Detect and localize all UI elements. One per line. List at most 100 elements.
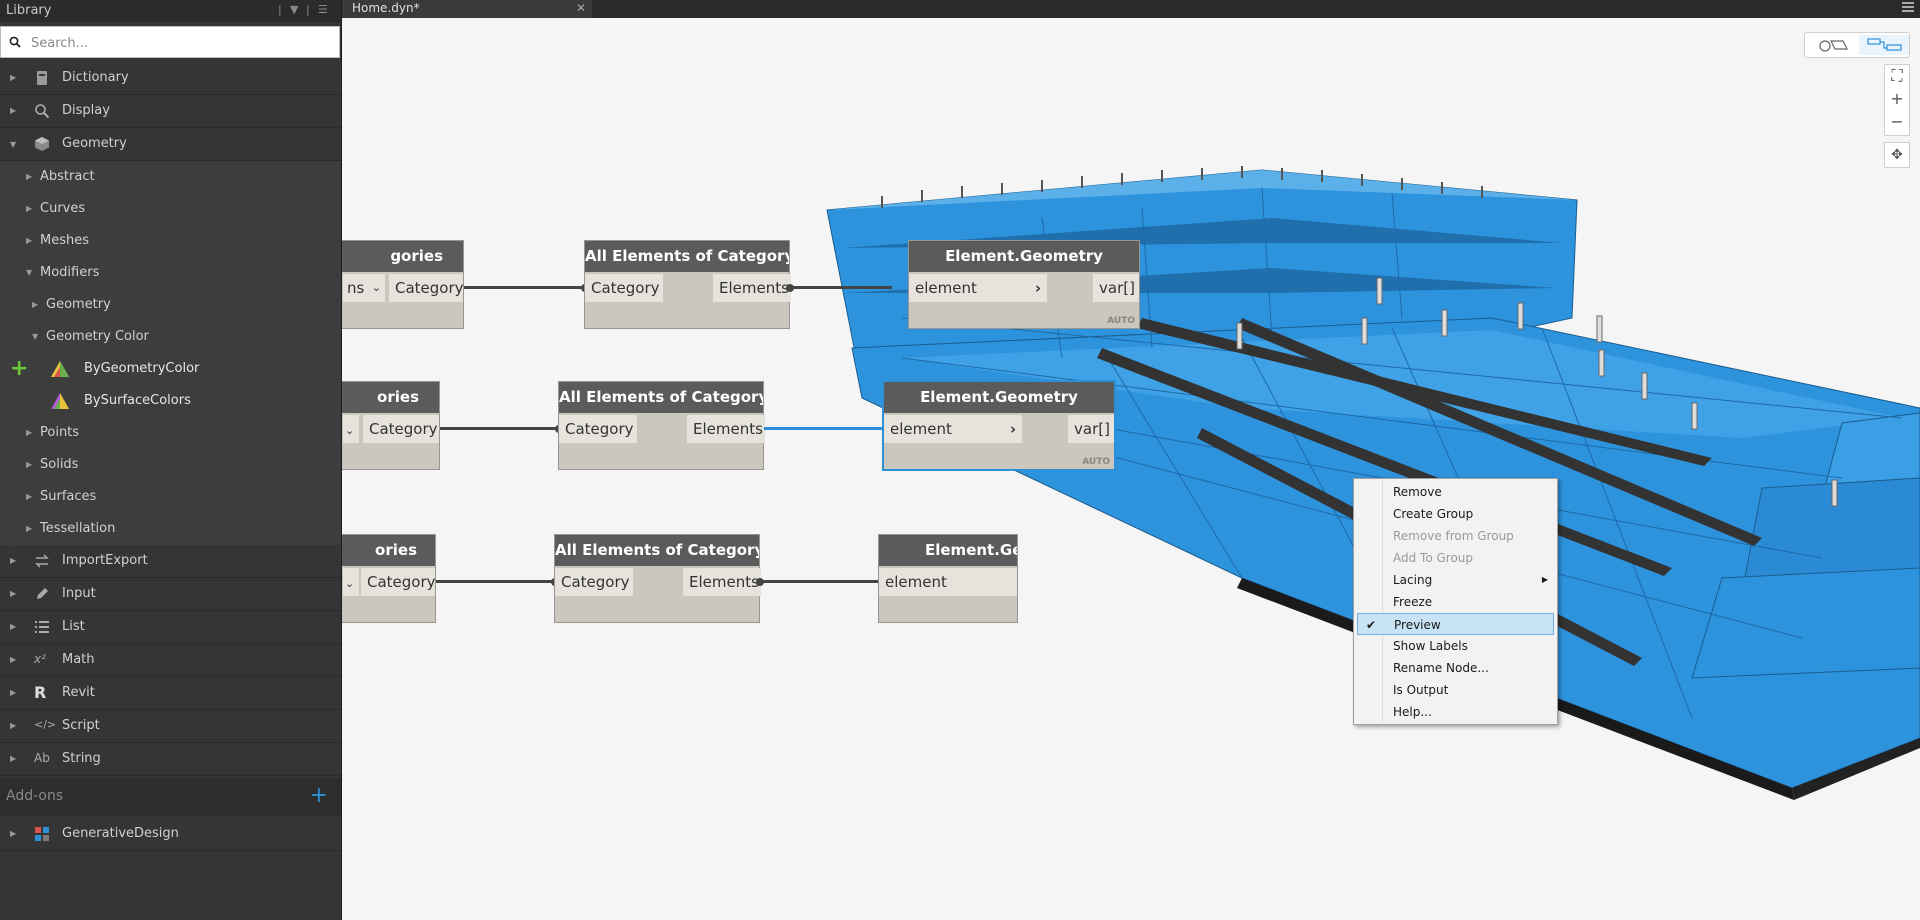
library-node-bysurfacecolors[interactable]: BySurfaceColors xyxy=(0,385,341,417)
menu-item-remove[interactable]: Remove xyxy=(1357,481,1554,503)
library-category-script[interactable]: ▶ </> Script xyxy=(0,710,341,743)
all-elements-of-category-node[interactable]: All Elements of Category Category Elemen… xyxy=(558,381,765,470)
expand-arrow-icon: ▶ xyxy=(10,556,17,565)
string-icon: Ab xyxy=(34,751,50,765)
output-port[interactable]: Category xyxy=(361,568,436,596)
library-subgroup-geometry[interactable]: ▶ Geometry xyxy=(0,289,341,321)
output-port[interactable]: Elements xyxy=(683,568,761,596)
element-geometry-node[interactable]: Element.Ge element xyxy=(878,534,1018,623)
port-pin xyxy=(786,284,794,292)
all-elements-of-category-node[interactable]: All Elements of Category Category Elemen… xyxy=(584,240,791,329)
library-group-modifiers[interactable]: ▼ Modifiers xyxy=(0,257,341,289)
input-port[interactable]: element xyxy=(879,568,1017,596)
list-icon xyxy=(35,621,49,633)
library-category-list[interactable]: ▶ List xyxy=(0,611,341,644)
graph-view-button[interactable] xyxy=(1859,35,1909,55)
connector-wire[interactable] xyxy=(760,580,878,583)
library-category-geometry[interactable]: ▼ Geometry xyxy=(0,128,341,161)
element-geometry-node-selected[interactable]: Element.Geometry element › var[] AUTO xyxy=(882,380,1116,471)
output-port[interactable]: var[] xyxy=(1068,415,1114,443)
library-category-math[interactable]: ▶ x² Math xyxy=(0,644,341,677)
menu-item-rename-node[interactable]: Rename Node... xyxy=(1357,657,1554,679)
categories-node[interactable]: ories ⌄ Category xyxy=(342,534,436,623)
library-category-importexport[interactable]: ▶ ImportExport xyxy=(0,545,341,578)
group-label: Solids xyxy=(40,457,79,472)
library-group-surfaces[interactable]: ▶ Surfaces xyxy=(0,481,341,513)
add-package-icon[interactable]: + xyxy=(309,783,328,808)
output-port[interactable]: var[] xyxy=(1093,274,1139,302)
input-port[interactable]: Category xyxy=(559,415,637,443)
import-export-icon xyxy=(35,554,49,568)
port-label: Category xyxy=(591,279,660,297)
element-geometry-node[interactable]: Element.Geometry element › var[] AUTO xyxy=(908,240,1140,329)
search-input[interactable] xyxy=(31,32,331,54)
chevron-right-icon: › xyxy=(1009,420,1016,438)
filter-icon[interactable]: ▼ xyxy=(290,3,299,16)
input-port[interactable]: element › xyxy=(909,274,1047,302)
category-label: Math xyxy=(62,652,95,667)
categories-node[interactable]: gories ns ⌄ Category xyxy=(342,240,464,329)
connector-wire[interactable] xyxy=(464,286,584,289)
connector-wire[interactable] xyxy=(790,286,892,289)
graph-canvas[interactable]: gories ns ⌄ Category All Elements of Cat… xyxy=(342,18,1920,920)
connector-wire-selected[interactable] xyxy=(764,427,882,430)
input-port[interactable]: Category xyxy=(555,568,633,596)
revit-icon: R xyxy=(34,683,47,702)
zoom-in-icon[interactable]: + xyxy=(1890,89,1904,108)
library-category-revit[interactable]: ▶ R Revit xyxy=(0,677,341,710)
library-category-string[interactable]: ▶ Ab String xyxy=(0,743,341,776)
pan-icon[interactable]: ✥ xyxy=(1884,142,1910,168)
category-dropdown[interactable]: ⌄ xyxy=(343,568,359,596)
close-icon[interactable]: ✕ xyxy=(575,1,586,15)
library-group-tessellation[interactable]: ▶ Tessellation xyxy=(0,513,341,545)
zoom-out-icon[interactable]: − xyxy=(1890,112,1904,131)
category-label: Display xyxy=(62,103,110,118)
output-port[interactable]: Category xyxy=(363,415,439,443)
library-category-input[interactable]: ▶ Input xyxy=(0,578,341,611)
library-group-meshes[interactable]: ▶ Meshes xyxy=(0,225,341,257)
tab-home-dyn[interactable]: Home.dyn* ✕ xyxy=(342,0,592,18)
geometry-view-button[interactable] xyxy=(1807,35,1857,55)
expand-arrow-icon: ▶ xyxy=(26,172,33,181)
library-category-dictionary[interactable]: ▶ Dictionary xyxy=(0,62,341,95)
library-search-box[interactable] xyxy=(0,26,340,58)
connector-wire[interactable] xyxy=(440,427,558,430)
library-group-curves[interactable]: ▶ Curves xyxy=(0,193,341,225)
category-dropdown[interactable]: ns ⌄ xyxy=(343,274,385,302)
menu-item-remove-from-group[interactable]: Remove from Group xyxy=(1357,525,1554,547)
library-group-abstract[interactable]: ▶ Abstract xyxy=(0,161,341,193)
category-label: Revit xyxy=(62,685,95,700)
output-port[interactable]: Category xyxy=(389,274,464,302)
expand-arrow-icon: ▶ xyxy=(10,622,17,631)
library-group-points[interactable]: ▶ Points xyxy=(0,417,341,449)
lacing-label: AUTO xyxy=(1082,457,1110,467)
all-elements-of-category-node[interactable]: All Elements of Category Category Elemen… xyxy=(554,534,761,623)
library-group-solids[interactable]: ▶ Solids xyxy=(0,449,341,481)
menu-item-preview[interactable]: ✔Preview xyxy=(1357,613,1554,635)
connector-wire[interactable] xyxy=(436,580,554,583)
zoom-to-fit-icon[interactable]: ⛶ xyxy=(1891,66,1903,85)
output-port[interactable]: Elements xyxy=(713,274,791,302)
library-node-bygeometrycolor[interactable]: + ByGeometryColor xyxy=(0,353,341,385)
input-port[interactable]: element › xyxy=(884,415,1022,443)
layout-icon[interactable]: ☰ xyxy=(318,3,328,16)
view-mode-toggle[interactable] xyxy=(1804,32,1910,58)
hamburger-menu-icon[interactable] xyxy=(1902,2,1914,12)
output-port[interactable]: Elements xyxy=(687,415,765,443)
menu-item-help[interactable]: Help... xyxy=(1357,701,1554,723)
library-addon-generativedesign[interactable]: ▶ GenerativeDesign xyxy=(0,818,341,851)
menu-item-lacing[interactable]: Lacing▶ xyxy=(1357,569,1554,591)
category-dropdown[interactable]: ⌄ xyxy=(343,415,359,443)
library-category-display[interactable]: ▶ Display xyxy=(0,95,341,128)
menu-item-show-labels[interactable]: Show Labels xyxy=(1357,635,1554,657)
port-label: Category xyxy=(395,279,464,297)
menu-item-is-output[interactable]: Is Output xyxy=(1357,679,1554,701)
expand-arrow-icon: ▶ xyxy=(10,688,17,697)
menu-item-freeze[interactable]: Freeze xyxy=(1357,591,1554,613)
library-subgroup-geometry-color[interactable]: ▼ Geometry Color xyxy=(0,321,341,353)
menu-item-add-to-group[interactable]: Add To Group xyxy=(1357,547,1554,569)
categories-node[interactable]: ories ⌄ Category xyxy=(342,381,440,470)
input-port[interactable]: Category xyxy=(585,274,663,302)
menu-item-create-group[interactable]: Create Group xyxy=(1357,503,1554,525)
menu-item-label: Remove xyxy=(1393,485,1442,499)
